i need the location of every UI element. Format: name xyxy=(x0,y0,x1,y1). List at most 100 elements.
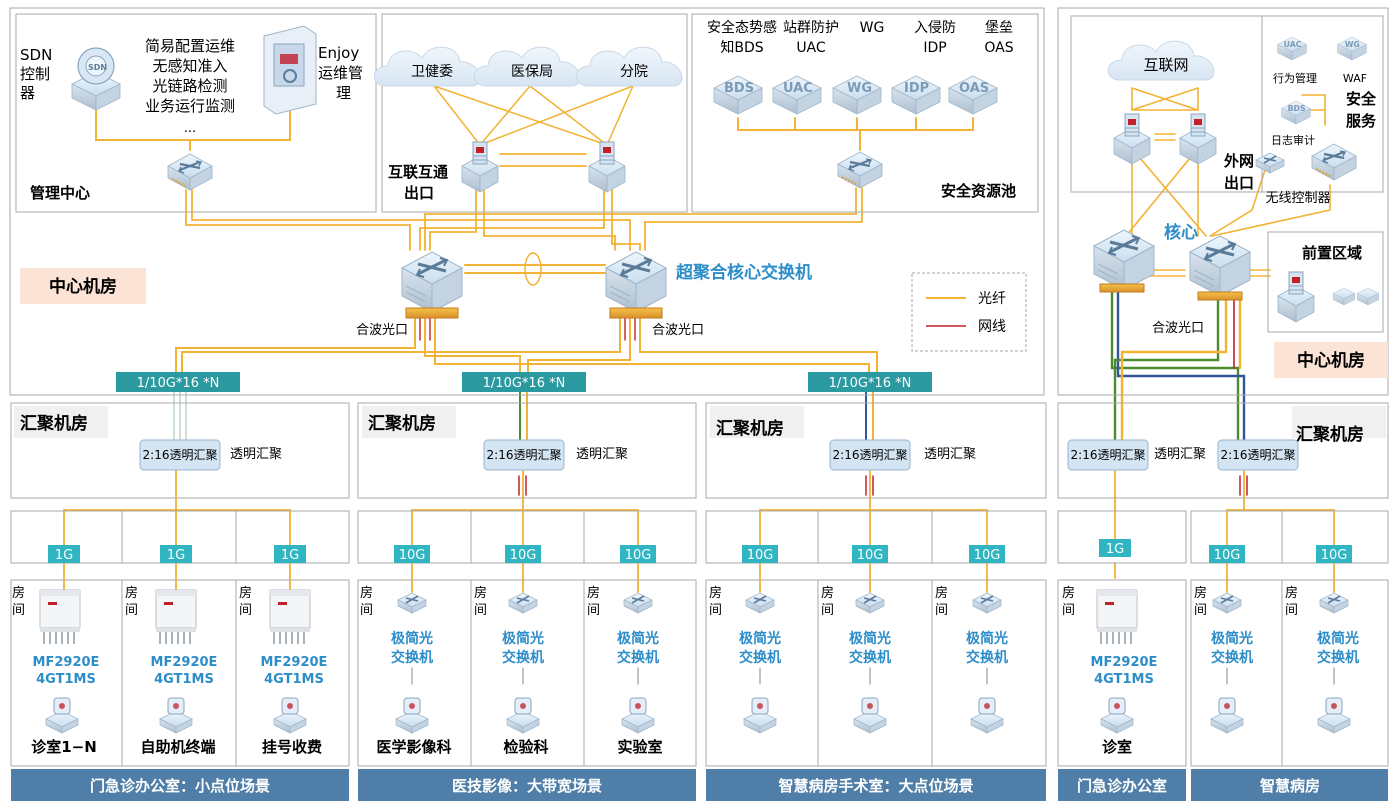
svg-text:UAC: UAC xyxy=(1284,40,1302,49)
firewall-icon-2 xyxy=(588,141,626,193)
wg-icon: WG xyxy=(832,75,882,115)
center-room: 中心机房 超聚合核心交换机 合波光口 合波光口 xyxy=(20,250,812,338)
cloud-label-1: 卫健委 xyxy=(411,64,453,80)
footer-scene-2: 医技影像：大带宽场景 xyxy=(452,777,602,795)
room-label-7b: 间 xyxy=(709,603,722,618)
legend-cable: 网线 xyxy=(978,319,1006,335)
uplink-badge-3: 1/10G*16 *N xyxy=(829,376,912,391)
interconnect-title-1: 互联互通 xyxy=(388,163,448,181)
access-switch-icon-6 xyxy=(972,592,1002,614)
terminal-icon-4 xyxy=(395,697,429,734)
interconnect-exit: 卫健委 医保局 分院 互联互通 出口 xyxy=(373,46,683,202)
sec-label-5a: 堡垒 xyxy=(985,20,1013,36)
room-label-8a: 房 xyxy=(821,585,834,601)
enjoy-ops-icon xyxy=(263,25,317,115)
panel-borders xyxy=(9,7,1389,767)
room-label-8b: 间 xyxy=(821,603,834,618)
room-labels: 房间 房间 房间 房间 房间 房间 房间 房间 房间 房间 房间 房间 xyxy=(12,585,1298,618)
core-switch-label: 超聚合核心交换机 xyxy=(676,262,812,283)
room-label-5b: 间 xyxy=(474,603,487,618)
ap-device-icon-2 xyxy=(155,589,197,645)
uplink-badge-1: 1/10G*16 *N xyxy=(137,376,220,391)
terminal-icon-8 xyxy=(853,697,887,734)
access-switches: 极简光 交换机 极简光 交换机 极简光 交换机 极简光 交换机 极简光 交换机 … xyxy=(391,592,1359,666)
sec-label-3a: WG xyxy=(860,20,885,36)
sec-label-4a: 入侵防 xyxy=(914,19,956,36)
speed-badge-12: 10G xyxy=(1321,548,1348,563)
mgmt-title: 管理中心 xyxy=(30,184,90,202)
switch-label-7b: 交换机 xyxy=(1211,649,1253,666)
mgmt-feature-3: 光链路检测 xyxy=(152,77,227,95)
endpoint-label-4: 医学影像科 xyxy=(376,738,451,756)
security-resource-pool: 安全态势感 知BDS 站群防护 UAC WG 入侵防 IDP 堡垒 OAS BD… xyxy=(707,19,1016,200)
speed-badge-9: 10G xyxy=(974,548,1001,563)
switch-label-8b: 交换机 xyxy=(1317,649,1359,666)
access-switch-icon-8 xyxy=(1319,592,1349,614)
sdn-controller-icon: SDN xyxy=(71,47,121,111)
right-agg-label: 透明汇聚 xyxy=(1154,447,1206,462)
access-switch-icon-7 xyxy=(1212,592,1242,614)
ap-device-icon-1 xyxy=(39,589,81,645)
ap-model-4a: MF2920E xyxy=(1091,655,1158,670)
ap-model-3a: MF2920E xyxy=(261,655,328,670)
footer-scene-5: 智慧病房 xyxy=(1260,777,1320,795)
exit-firewall-icon-2 xyxy=(1179,113,1217,165)
uplink-badges: 1/10G*16 *N 1/10G*16 *N 1/10G*16 *N xyxy=(116,372,932,392)
wireless-controller-label: 无线控制器 xyxy=(1265,191,1330,206)
front-firewall-icon xyxy=(1277,271,1315,323)
connection-lines xyxy=(63,85,1335,685)
wdm-port-label-2: 合波光口 xyxy=(652,323,704,338)
mgmt-feature-5: ... xyxy=(184,121,196,136)
switch-label-5a: 极简光 xyxy=(849,630,891,647)
mgmt-feature-2: 无感知准入 xyxy=(152,57,227,75)
svg-text:2:16透明汇聚: 2:16透明汇聚 xyxy=(1221,448,1296,462)
enjoy-label-1: Enjoy xyxy=(318,44,359,62)
ap-model-1a: MF2920E xyxy=(33,655,100,670)
right-center-title: 中心机房 xyxy=(1297,350,1365,371)
right-port-label: 合波光口 xyxy=(1152,321,1204,336)
ap-device-icon-4 xyxy=(1096,589,1138,645)
log-audit-label: 日志审计 xyxy=(1271,133,1315,147)
room-label-6a: 房 xyxy=(587,585,600,601)
behavior-mgmt-label: 行为管理 xyxy=(1273,71,1317,85)
switch-label-3b: 交换机 xyxy=(617,649,659,666)
mgmt-feature-4: 业务运行监测 xyxy=(145,97,235,115)
agg-label-3: 透明汇聚 xyxy=(924,447,976,462)
agg-box-3: 2:16透明汇聚 xyxy=(829,439,911,471)
speed-badge-3: 1G xyxy=(281,548,299,563)
terminal-icon-1 xyxy=(45,697,79,734)
right-core-switch-icon-2 xyxy=(1188,234,1252,298)
uplink-badge-2: 1/10G*16 *N xyxy=(483,376,566,391)
switch-label-1a: 极简光 xyxy=(391,630,433,647)
svg-text:UAC: UAC xyxy=(783,81,813,96)
room-label-2a: 房 xyxy=(125,585,138,601)
speed-badge-6: 10G xyxy=(625,548,652,563)
right-wdm-port-1 xyxy=(1099,283,1145,293)
terminal-icon-7 xyxy=(743,697,777,734)
footer-bar: 门急诊办公室：小点位场景 医技影像：大带宽场景 智慧病房手术室：大点位场景 门急… xyxy=(11,769,1388,801)
room-label-11a: 房 xyxy=(1194,585,1207,601)
agg-title-2: 汇聚机房 xyxy=(368,413,436,434)
waf-label: WAF xyxy=(1343,72,1367,85)
room-label-9b: 间 xyxy=(935,603,948,618)
mgmt-feature-1: 简易配置运维 xyxy=(145,37,235,55)
access-switch-icon-2 xyxy=(508,592,538,614)
speed-badge-4: 10G xyxy=(399,548,426,563)
svg-text:2:16透明汇聚: 2:16透明汇聚 xyxy=(487,448,562,462)
svg-text:BDS: BDS xyxy=(724,81,754,96)
speed-badge-5: 10G xyxy=(510,548,537,563)
svg-text:2:16透明汇聚: 2:16透明汇聚 xyxy=(833,448,908,462)
sec-label-2b: UAC xyxy=(796,40,826,56)
security-service-label-2: 服务 xyxy=(1346,112,1377,130)
switch-label-2a: 极简光 xyxy=(502,630,544,647)
legend-fiber: 光纤 xyxy=(978,291,1006,307)
speed-badge-8: 10G xyxy=(857,548,884,563)
ap-model-4b: 4GT1MS xyxy=(1094,672,1154,687)
right-core-switch-icon-1 xyxy=(1092,228,1156,292)
svg-text:WG: WG xyxy=(1345,40,1360,49)
cloud-label-2: 医保局 xyxy=(511,64,553,80)
agg-label-2: 透明汇聚 xyxy=(576,447,628,462)
endpoint-label-3: 挂号收费 xyxy=(262,738,322,756)
center-room-title: 中心机房 xyxy=(49,276,117,297)
svg-text:2:16透明汇聚: 2:16透明汇聚 xyxy=(143,448,218,462)
